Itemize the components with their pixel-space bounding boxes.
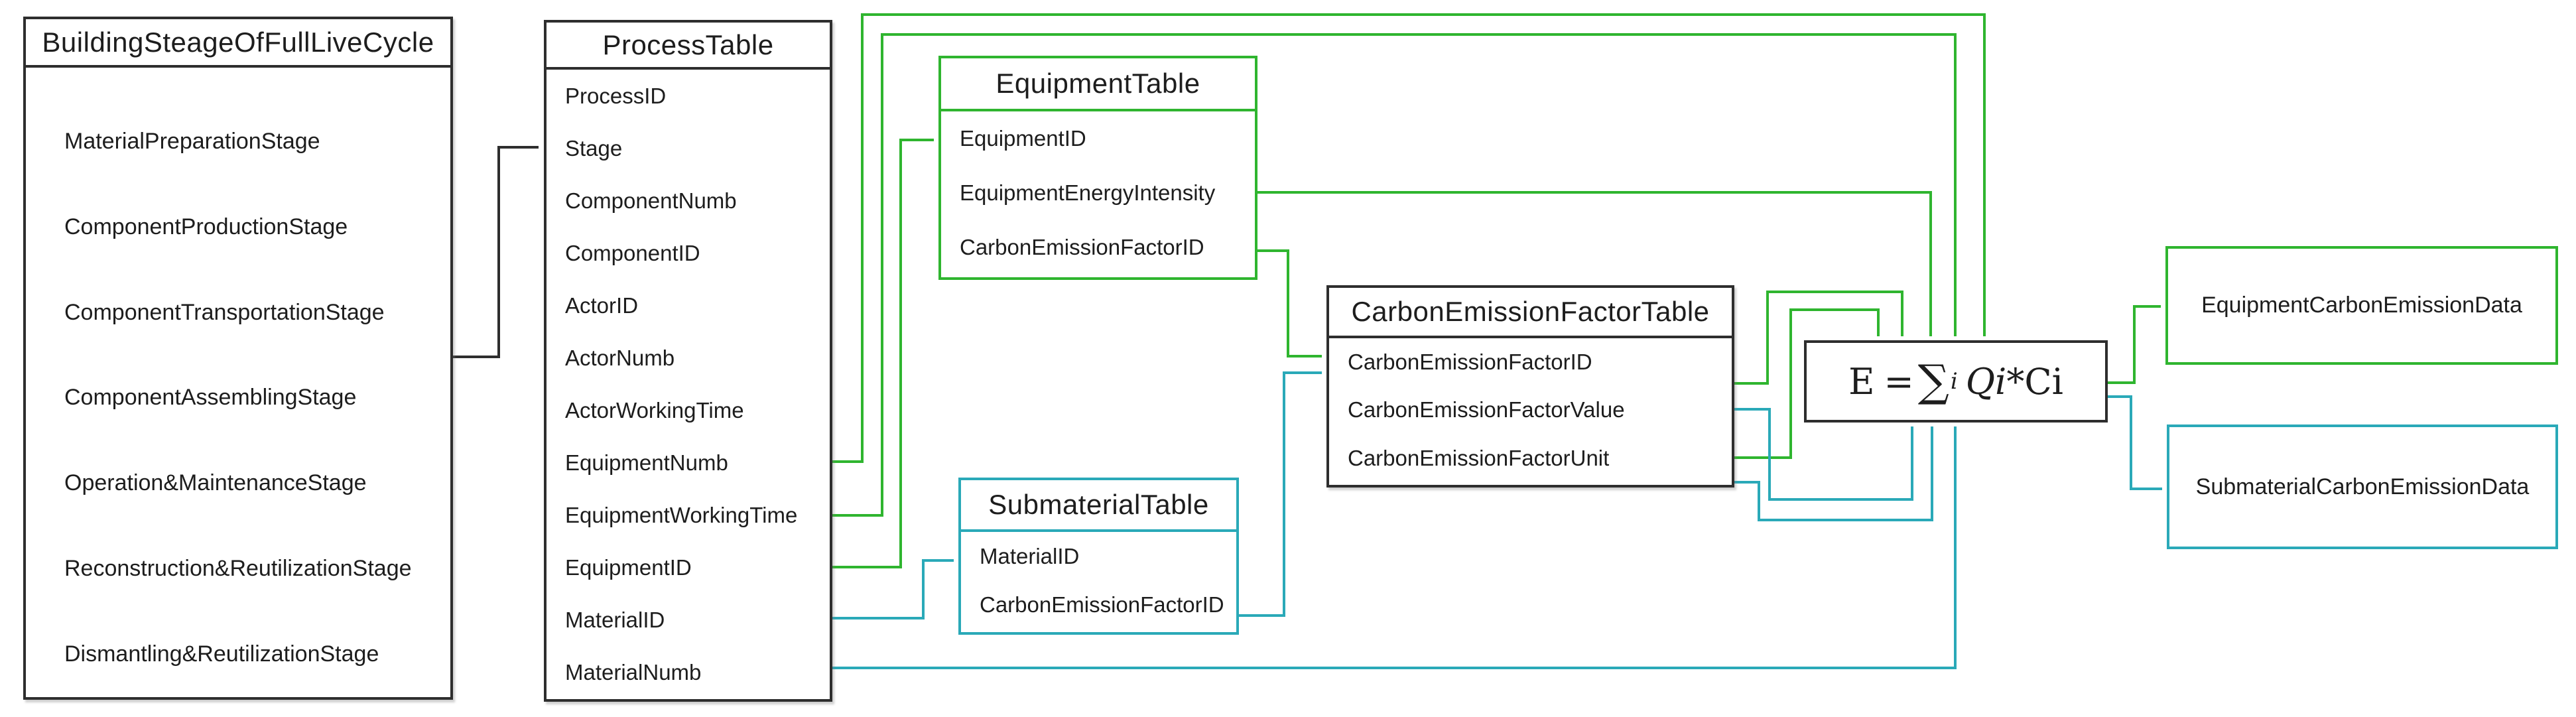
connector-formula-to-submaterialdata (2108, 395, 2162, 490)
connector-stagebox-to-processtable-stage (453, 146, 539, 358)
field-cef-id: CarbonEmissionFactorID (1348, 350, 1592, 375)
carbon-emission-factor-table: CarbonEmissionFactorTable CarbonEmission… (1326, 285, 1734, 488)
process-table: ProcessTable ProcessID Stage ComponentNu… (544, 20, 832, 702)
field-equipment-cefid: CarbonEmissionFactorID (960, 235, 1204, 259)
formula-sum-subscript: i (1950, 368, 1958, 395)
field-equipment-equipmentid: EquipmentID (960, 126, 1086, 151)
equipment-table: EquipmentTable EquipmentID EquipmentEner… (938, 56, 1257, 280)
field-equipment-energyintensity: EquipmentEnergyIntensity (960, 180, 1216, 205)
field-actorworkingtime: ActorWorkingTime (565, 398, 744, 423)
connector-formula-to-equipmentdata (2108, 305, 2161, 384)
equipment-carbon-emission-data-box: EquipmentCarbonEmissionData (2165, 246, 2558, 365)
stage-item-reconstruction-reutilization: Reconstruction&ReutilizationStage (64, 556, 412, 582)
field-materialnumb: MaterialNumb (565, 660, 702, 685)
building-stage-box: BuildingSteageOfFullLiveCycle MaterialPr… (23, 17, 453, 700)
stage-item-dismantling-reutilization: Dismantling&ReutilizationStage (64, 641, 379, 667)
stage-item-component-assembling: ComponentAssemblingStage (64, 385, 357, 411)
connector-ceftable-to-formula-bottom (1734, 426, 1933, 521)
field-actornumb: ActorNumb (565, 345, 675, 370)
field-submaterial-materialid: MaterialID (980, 543, 1080, 568)
field-processid: ProcessID (565, 83, 667, 108)
field-componentnumb: ComponentNumb (565, 188, 737, 213)
formula-term-rest: *Ci (2006, 360, 2063, 403)
submaterial-table: SubmaterialTable MaterialID CarbonEmissi… (958, 478, 1239, 635)
field-actorid: ActorID (565, 293, 639, 318)
submaterial-table-fields: MaterialID CarbonEmissionFactorID (961, 532, 1236, 629)
equipment-table-fields: EquipmentID EquipmentEnergyIntensity Car… (941, 111, 1255, 275)
field-equipmentnumb: EquipmentNumb (565, 450, 728, 476)
stage-item-material-preparation: MaterialPreparationStage (64, 129, 320, 154)
formula-equals: = (1884, 360, 1914, 403)
emission-formula-box: E = ∑ i Qi *Ci (1804, 340, 2108, 423)
field-equipmentid: EquipmentID (565, 555, 692, 580)
field-equipmentworkingtime: EquipmentWorkingTime (565, 503, 798, 528)
connector-submaterial-cefid-to-ceftable (1239, 371, 1322, 617)
connector-equipmenttable-cefid-to-ceftable (1257, 249, 1322, 358)
equipment-carbon-emission-data-label: EquipmentCarbonEmissionData (2201, 293, 2522, 318)
field-cef-unit: CarbonEmissionFactorUnit (1348, 445, 1610, 470)
connector-materialid-to-submaterialtable (832, 559, 954, 619)
formula-lhs: E (1848, 360, 1875, 403)
submaterial-carbon-emission-data-label: SubmaterialCarbonEmissionData (2195, 474, 2530, 499)
connector-equipmentid-to-equipmenttable (832, 139, 934, 568)
stage-item-component-transportation: ComponentTransportationStage (64, 299, 385, 325)
process-table-fields: ProcessID Stage ComponentNumb ComponentI… (547, 70, 830, 699)
stage-item-operation-maintenance: Operation&MaintenanceStage (64, 470, 367, 496)
field-submaterial-cefid: CarbonEmissionFactorID (980, 592, 1224, 618)
field-componentid: ComponentID (565, 240, 700, 265)
building-stage-list: MaterialPreparationStage ComponentProduc… (26, 68, 450, 697)
process-table-title: ProcessTable (547, 23, 830, 70)
field-materialid: MaterialID (565, 608, 665, 633)
equipment-table-title: EquipmentTable (941, 58, 1255, 111)
formula-term-q: Qi (1965, 360, 2007, 403)
field-stage: Stage (565, 135, 623, 161)
stage-item-component-production: ComponentProductionStage (64, 214, 348, 239)
carbon-emission-factor-table-title: CarbonEmissionFactorTable (1329, 288, 1732, 338)
connector-cefvalue-to-formula (1734, 408, 1913, 501)
field-cef-value: CarbonEmissionFactorValue (1348, 397, 1625, 423)
carbon-emission-factor-table-fields: CarbonEmissionFactorID CarbonEmissionFac… (1329, 338, 1732, 482)
building-stage-box-title: BuildingSteageOfFullLiveCycle (26, 19, 450, 68)
submaterial-table-title: SubmaterialTable (961, 480, 1236, 532)
submaterial-carbon-emission-data-box: SubmaterialCarbonEmissionData (2167, 424, 2558, 549)
